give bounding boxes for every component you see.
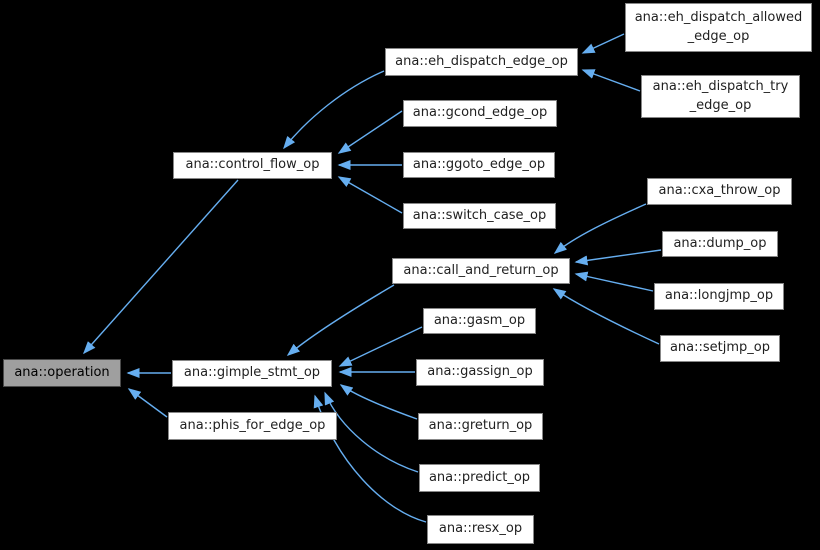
inheritance-arrow-control_flow_op-to-operation: [83, 179, 239, 355]
inheritance-arrow-gasm_op-to-gimple_stmt_op: [338, 326, 423, 367]
class-node-phis_for_edge_op[interactable]: ana::phis_for_edge_op: [168, 412, 337, 440]
inheritance-arrow-longjmp_op-to-call_and_return_op: [574, 271, 654, 292]
class-node-gassign_op[interactable]: ana::gassign_op: [416, 359, 544, 386]
class-node-longjmp_op[interactable]: ana::longjmp_op: [654, 283, 784, 310]
class-node-predict_op[interactable]: ana::predict_op: [419, 464, 540, 492]
inheritance-arrow-dump_op-to-call_and_return_op: [574, 249, 662, 266]
inheritance-arrow-gcond_edge_op-to-control_flow_op: [337, 110, 403, 154]
class-node-switch_case_op[interactable]: ana::switch_case_op: [403, 203, 556, 229]
class-node-eh_dispatch_try_edge_op[interactable]: ana::eh_dispatch_try _edge_op: [641, 75, 800, 118]
class-node-control_flow_op[interactable]: ana::control_flow_op: [173, 152, 332, 179]
inheritance-arrow-predict_op-to-gimple_stmt_op: [324, 391, 419, 473]
class-node-resx_op[interactable]: ana::resx_op: [427, 515, 534, 544]
inheritance-arrow-eh_dispatch_allowed_edge_op-to-eh_dispatch_edge_op: [581, 33, 625, 54]
inheritance-arrow-greturn_op-to-gimple_stmt_op: [339, 384, 418, 420]
class-node-gasm_op[interactable]: ana::gasm_op: [423, 308, 536, 334]
inheritance-arrow-switch_case_op-to-control_flow_op: [337, 176, 403, 214]
class-node-gcond_edge_op[interactable]: ana::gcond_edge_op: [403, 100, 557, 127]
class-node-eh_dispatch_allowed_edge_op[interactable]: ana::eh_dispatch_allowed _edge_op: [625, 3, 812, 52]
class-node-call_and_return_op[interactable]: ana::call_and_return_op: [392, 258, 570, 284]
class-node-dump_op[interactable]: ana::dump_op: [662, 231, 778, 257]
class-node-cxa_throw_op[interactable]: ana::cxa_throw_op: [647, 178, 792, 205]
class-node-ggoto_edge_op[interactable]: ana::ggoto_edge_op: [403, 152, 555, 178]
class-node-greturn_op[interactable]: ana::greturn_op: [418, 413, 543, 440]
inheritance-arrow-setjmp_op-to-call_and_return_op: [552, 288, 660, 345]
inheritance-arrow-phis_for_edge_op-to-operation: [127, 388, 168, 418]
inheritance-arrow-call_and_return_op-to-gimple_stmt_op: [286, 284, 395, 356]
class-node-setjmp_op[interactable]: ana::setjmp_op: [660, 335, 780, 362]
inheritance-arrow-eh_dispatch_edge_op-to-control_flow_op: [283, 70, 385, 150]
inheritance-arrow-eh_dispatch_try_edge_op-to-eh_dispatch_edge_op: [581, 69, 641, 92]
class-node-gimple_stmt_op[interactable]: ana::gimple_stmt_op: [172, 360, 332, 387]
class-node-operation[interactable]: ana::operation: [3, 359, 121, 387]
class-node-eh_dispatch_edge_op[interactable]: ana::eh_dispatch_edge_op: [385, 48, 578, 76]
inheritance-arrow-cxa_throw_op-to-call_and_return_op: [553, 203, 647, 254]
